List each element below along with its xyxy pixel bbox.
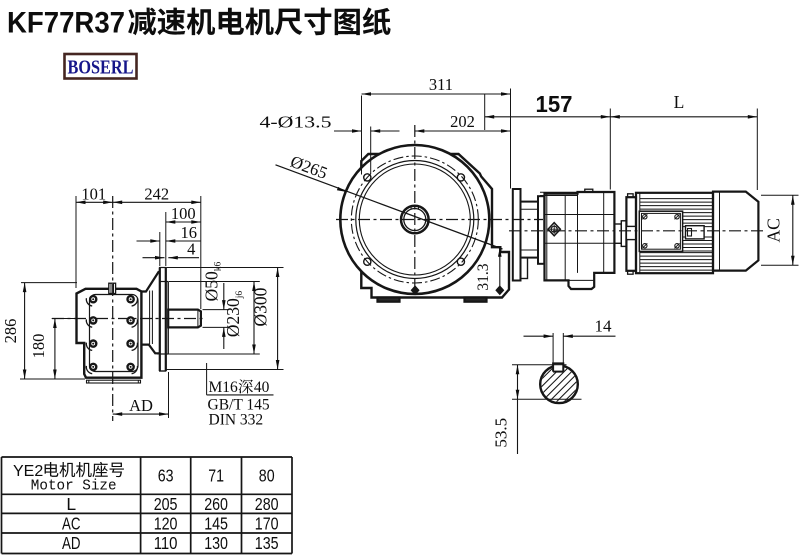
svg-text:286: 286 xyxy=(1,319,20,344)
svg-text:Ø300: Ø300 xyxy=(251,287,271,326)
svg-text:63: 63 xyxy=(158,466,174,486)
svg-text:M16: M16 xyxy=(209,379,239,396)
svg-text:4-Ø13.5: 4-Ø13.5 xyxy=(260,113,332,132)
svg-text:AC: AC xyxy=(764,218,784,242)
svg-text:130: 130 xyxy=(204,533,228,553)
svg-text:AC: AC xyxy=(62,514,81,534)
svg-text:L: L xyxy=(674,92,685,112)
svg-text:80: 80 xyxy=(259,466,275,486)
svg-text:BOSERL: BOSERL xyxy=(68,58,134,79)
svg-text:101: 101 xyxy=(81,184,106,203)
svg-text:KF77R37: KF77R37 xyxy=(7,7,125,40)
svg-text:31.3: 31.3 xyxy=(475,263,492,290)
svg-text:120: 120 xyxy=(154,514,178,534)
svg-text:170: 170 xyxy=(255,514,279,534)
svg-text:145: 145 xyxy=(204,514,228,534)
svg-text:135: 135 xyxy=(255,533,279,553)
svg-text:53.5: 53.5 xyxy=(492,418,511,448)
svg-text:311: 311 xyxy=(429,75,453,94)
svg-text:40: 40 xyxy=(254,379,270,396)
svg-text:260: 260 xyxy=(204,494,228,514)
svg-text:L: L xyxy=(66,494,76,514)
svg-text:4: 4 xyxy=(187,240,195,259)
svg-text:100: 100 xyxy=(171,204,196,223)
svg-text:DIN 332: DIN 332 xyxy=(209,412,264,429)
svg-text:AD: AD xyxy=(62,533,81,553)
svg-text:110: 110 xyxy=(154,533,178,553)
svg-text:205: 205 xyxy=(154,494,178,514)
svg-text:202: 202 xyxy=(450,112,475,131)
svg-text:16: 16 xyxy=(181,223,198,242)
svg-text:YE2: YE2 xyxy=(13,463,43,480)
svg-text:Motor Size: Motor Size xyxy=(31,479,117,495)
svg-text:AD: AD xyxy=(129,396,153,415)
svg-text:157: 157 xyxy=(536,91,573,117)
svg-text:180: 180 xyxy=(29,334,48,359)
svg-text:280: 280 xyxy=(255,494,279,514)
svg-text:242: 242 xyxy=(144,184,169,203)
svg-text:71: 71 xyxy=(208,466,224,486)
svg-text:Ø230j6: Ø230j6 xyxy=(223,291,245,338)
svg-text:GB/T 145: GB/T 145 xyxy=(208,396,270,413)
svg-text:14: 14 xyxy=(595,317,613,336)
